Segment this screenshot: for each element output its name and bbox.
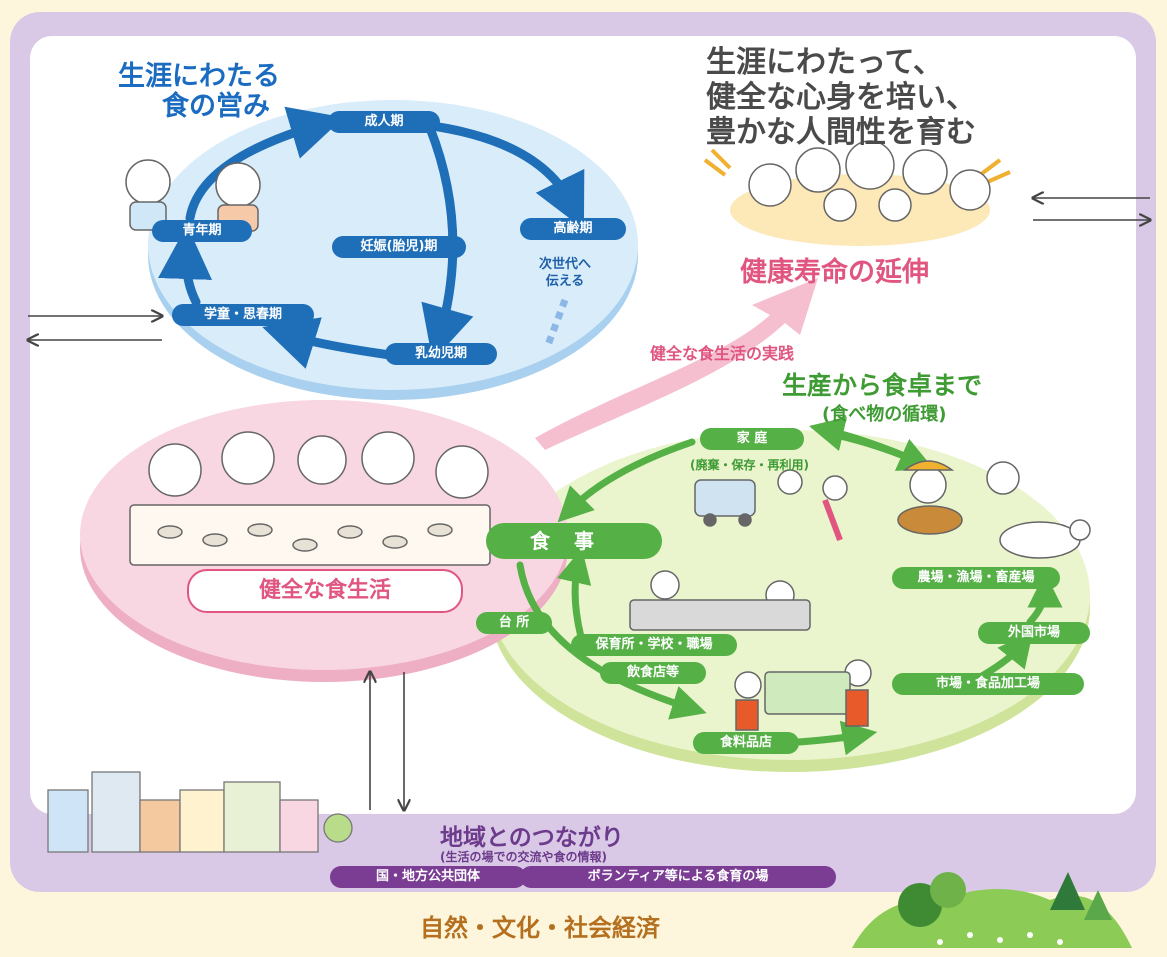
goal-line2: 健全な心身を培い、 (706, 80, 976, 115)
stage-infant: 乳幼児期 (385, 343, 497, 365)
next-generation-dashed-arrow (544, 298, 569, 347)
practice-arrow (535, 278, 818, 450)
food-cycle-subtitle: (食べ物の循環) (822, 404, 947, 425)
healthy-diet-label: 健全な食生活 (187, 569, 463, 613)
food-cycle-illustrations (629, 460, 1091, 731)
meal-node: 食事 (486, 523, 662, 559)
next-generation-line1: 次世代へ (538, 257, 591, 272)
government-badge: 国・地方公共団体 (330, 866, 526, 888)
footer-label: 自然・文化・社会経済 (420, 914, 660, 942)
food-cycle-title: 生産から食卓まで (782, 371, 983, 400)
region-subtitle: (生活の場での交流や食の情報) (440, 850, 607, 864)
life-cycle-title-line1: 生涯にわたる (118, 61, 280, 92)
home-node: 家 庭 (700, 428, 804, 450)
goal-line1: 生涯にわたって、 (706, 45, 943, 80)
life-cycle-title-line2: 食の営み (162, 91, 270, 122)
healthy-life-extension: 健康寿命の延伸 (740, 257, 929, 288)
elderly-group-illustration (703, 140, 1011, 246)
goal-line3: 豊かな人間性を育む (706, 115, 976, 150)
store-node: 食料品店 (693, 732, 799, 754)
restaurant-node: 飲食店等 (600, 662, 706, 684)
home-note: (廃棄・保存・再利用) (690, 458, 809, 472)
foreign-market-node: 外国市場 (978, 622, 1090, 644)
practice-label: 健全な食生活の実践 (650, 344, 795, 363)
stage-elderly: 高齢期 (520, 218, 626, 240)
stage-pregnancy: 妊娠(胎児)期 (332, 236, 466, 258)
nature-illustration (852, 872, 1132, 948)
family-table-illustration (129, 431, 491, 566)
stage-youth: 青年期 (152, 220, 252, 242)
stage-school: 学童・思春期 (172, 304, 314, 326)
next-generation-line2: 伝える (545, 274, 585, 289)
connector-arrows (28, 198, 1150, 810)
market-node: 市場・食品加工場 (892, 673, 1084, 695)
volunteer-badge: ボランティア等による食育の場 (520, 866, 836, 888)
farm-node: 農場・漁場・畜産場 (892, 567, 1060, 589)
facility-node: 保育所・学校・職場 (571, 634, 737, 656)
stage-adult: 成人期 (328, 111, 440, 133)
next-generation-note: 次世代へ 伝える (520, 256, 610, 290)
region-title: 地域とのつながり (440, 825, 624, 851)
town-illustration (47, 771, 353, 853)
kitchen-node: 台 所 (476, 612, 552, 634)
